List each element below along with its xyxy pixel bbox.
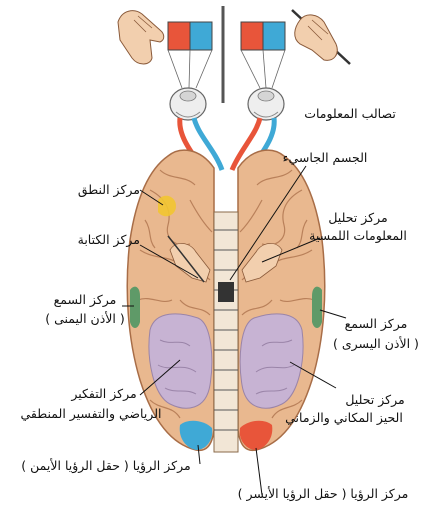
right-hand-pen-icon [292, 10, 350, 64]
label-hearing-left-line2: ( الأذن اليسرى ) [326, 336, 426, 352]
label-hearing-right-line1: مركز السمع [40, 292, 130, 308]
right-hemisphere [238, 150, 325, 450]
label-writing-center: مركز الكتابة [36, 232, 140, 248]
right-eye-icon [248, 88, 284, 120]
label-corpus-callosum: الجسم الجاسيء [270, 150, 380, 166]
label-speech-center: مركز النطق [36, 182, 140, 198]
label-information-crossing: تصالب المعلومات [290, 106, 410, 122]
label-hearing-left-line1: مركز السمع [330, 316, 422, 332]
left-sight-lines [168, 50, 212, 88]
left-eye-icon [170, 88, 206, 120]
right-visual-field-card [241, 22, 285, 50]
label-spatial-line2: الحيز المكاني والزماني [262, 410, 426, 426]
label-spatial-line1: مركز تحليل [330, 392, 420, 408]
left-visual-field-card [168, 22, 212, 50]
label-touch-center-line2: المعلومات اللمسية [302, 228, 414, 244]
label-thinking-line1: مركز التفكير [44, 386, 164, 402]
right-sight-lines [241, 50, 285, 88]
label-touch-center-line1: مركز تحليل [308, 210, 408, 226]
label-vision-right: مركز الرؤيا ( حقل الرؤيا الأيمن ) [6, 458, 206, 474]
corpus-callosum [214, 212, 238, 452]
label-vision-left: مركز الرؤيا ( حقل الرؤيا الأيسر ) [216, 486, 430, 502]
label-thinking-line2: الرياضي والتفسير المنطقي [6, 406, 176, 422]
label-hearing-right-line2: ( الأذن اليمنى ) [36, 311, 134, 327]
left-hand-icon [118, 11, 164, 64]
